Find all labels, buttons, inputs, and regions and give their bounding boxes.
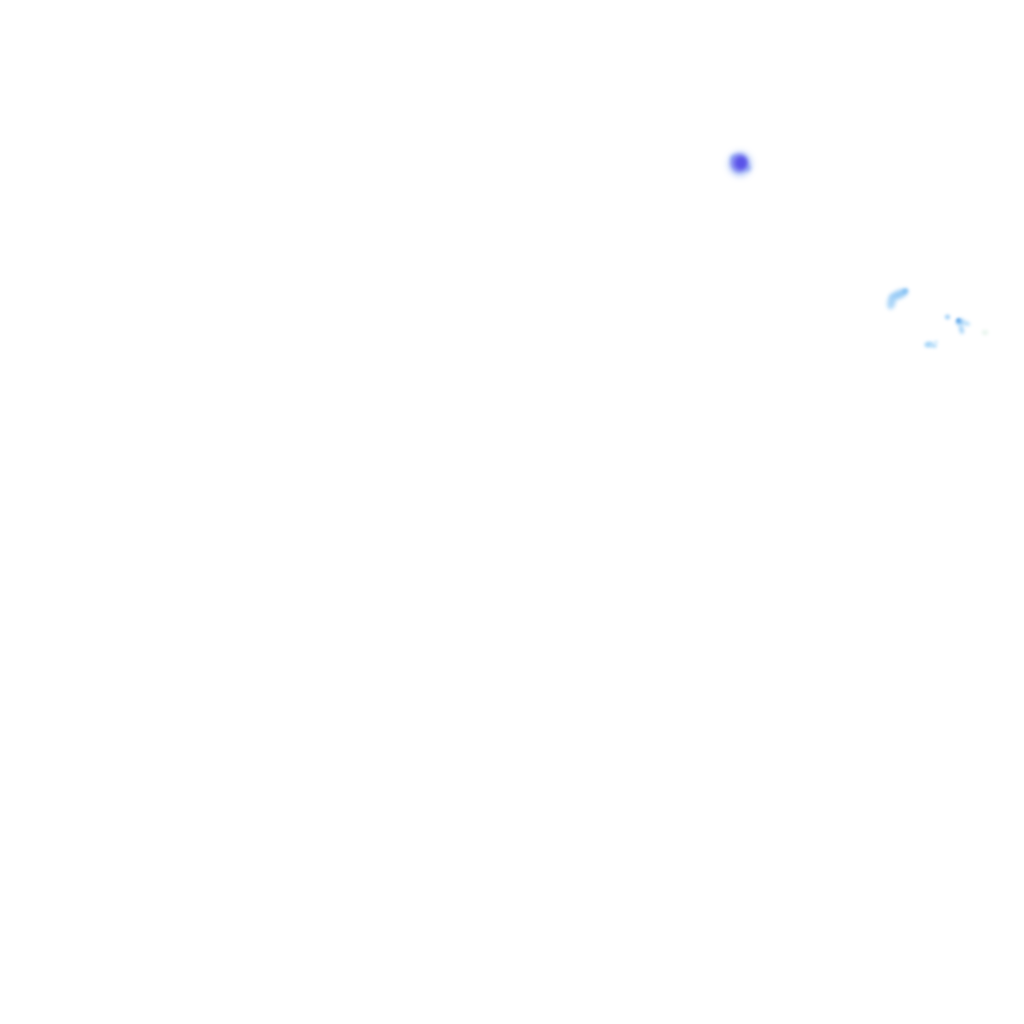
wing-echo-blob-part bbox=[901, 288, 909, 294]
crescent-echo-blob-part bbox=[934, 340, 938, 344]
cluster-echo-blob-part bbox=[944, 314, 951, 320]
primary-echo-blob bbox=[728, 152, 752, 176]
cluster-echo-blob bbox=[944, 314, 971, 335]
crescent-echo-blob-part bbox=[929, 343, 938, 348]
crescent-echo-blob bbox=[924, 340, 938, 348]
wing-echo-blob-part bbox=[887, 294, 896, 310]
wing-echo-blob bbox=[887, 288, 909, 310]
faint-dot-blob-part bbox=[981, 329, 989, 336]
primary-echo-blob-part bbox=[735, 157, 747, 169]
faint-dot-blob bbox=[981, 329, 989, 336]
cluster-echo-blob-part bbox=[958, 324, 965, 335]
cluster-echo-blob-part bbox=[956, 318, 961, 323]
cluster-echo-blob-part bbox=[962, 321, 971, 326]
